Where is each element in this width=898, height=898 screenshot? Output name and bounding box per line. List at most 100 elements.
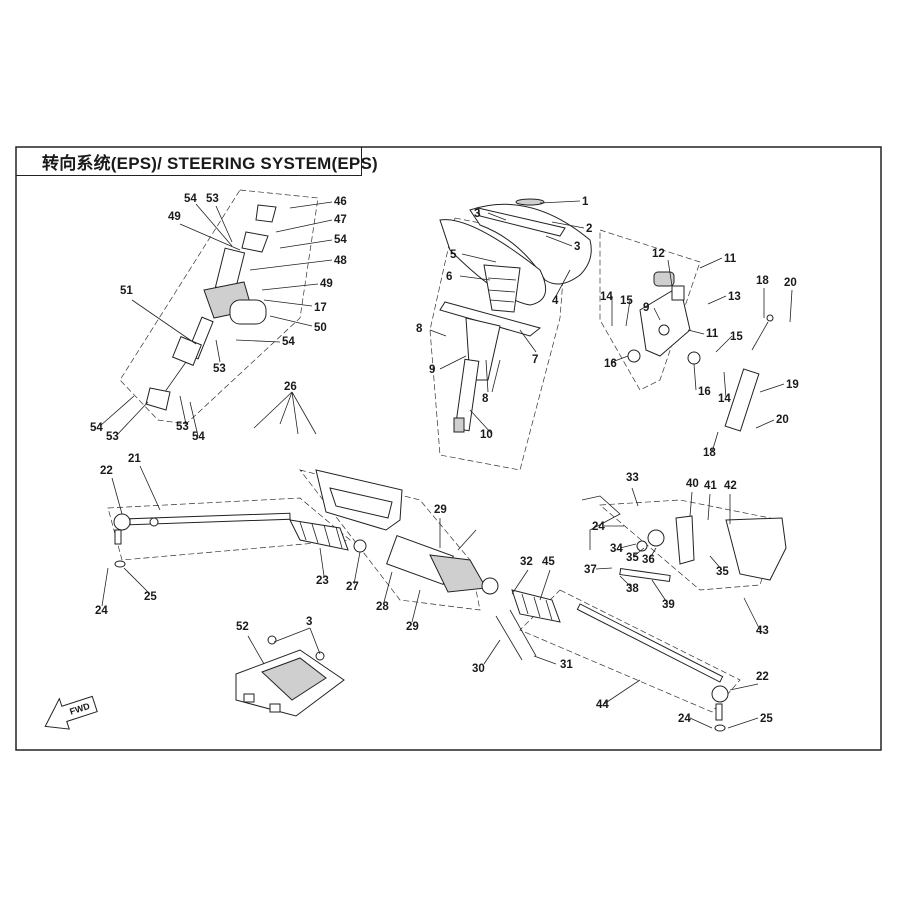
leader-line — [123, 567, 151, 595]
leader-line — [711, 431, 719, 453]
leader-line — [511, 569, 529, 595]
callout-46: 46 — [334, 196, 347, 208]
leader-line — [485, 359, 489, 393]
callout-45: 45 — [542, 556, 555, 568]
clamp-27 — [353, 539, 367, 553]
dash-cover-plate — [439, 301, 542, 337]
callout-6: 6 — [446, 271, 452, 283]
left-tie-rod — [113, 512, 291, 568]
callout-54e: 54 — [192, 431, 205, 443]
callout-42: 42 — [724, 480, 737, 492]
callout-25a: 25 — [144, 591, 157, 603]
callout-27: 27 — [346, 581, 359, 593]
shift-bracket — [581, 495, 787, 583]
callout-37: 37 — [584, 564, 597, 576]
leader-line — [667, 259, 673, 287]
leader-line — [723, 371, 727, 399]
leader-line — [291, 391, 299, 435]
bushing-16b — [687, 351, 701, 365]
leader-line — [653, 307, 661, 321]
callout-40: 40 — [686, 478, 699, 490]
leader-line — [115, 401, 149, 437]
callout-2: 2 — [586, 223, 592, 235]
callout-22a: 22 — [100, 465, 113, 477]
callout-25b: 25 — [760, 713, 773, 725]
callout-33: 33 — [626, 472, 639, 484]
leader-line — [539, 200, 581, 204]
leader-line — [789, 289, 793, 323]
leader-line — [707, 295, 727, 305]
callout-30: 30 — [472, 663, 485, 675]
callout-24b: 24 — [592, 521, 605, 533]
leader-line — [279, 391, 293, 425]
leader-line — [755, 419, 775, 429]
leader-line — [555, 269, 571, 297]
callout-19: 19 — [786, 379, 799, 391]
callout-49a: 49 — [168, 211, 181, 223]
callout-29b: 29 — [406, 621, 419, 633]
leader-line — [263, 299, 313, 307]
callout-13: 13 — [728, 291, 741, 303]
callout-24a: 24 — [95, 605, 108, 617]
leader-line — [649, 547, 657, 559]
callout-14a: 14 — [600, 291, 613, 303]
bolts-30-31 — [495, 609, 537, 661]
callout-11b: 11 — [706, 328, 719, 340]
callout-21: 21 — [128, 453, 141, 465]
callout-36: 36 — [642, 554, 655, 566]
outer-frame — [15, 146, 882, 751]
leader-line — [483, 639, 501, 665]
leader-line — [611, 355, 629, 363]
leader-line — [715, 335, 733, 353]
leader-line — [707, 493, 711, 521]
callout-14b: 14 — [718, 393, 731, 405]
leader-line — [131, 299, 197, 345]
leader-line — [291, 391, 317, 435]
callout-15b: 15 — [730, 331, 743, 343]
steering-column-shaft — [453, 317, 501, 433]
callout-32: 32 — [520, 556, 533, 568]
callout-1: 1 — [582, 196, 589, 208]
leader-line — [689, 717, 713, 729]
callout-53b: 53 — [213, 363, 226, 375]
gas-strut — [724, 314, 774, 432]
callout-54b: 54 — [334, 234, 347, 246]
leader-line — [253, 391, 293, 429]
callout-20a: 20 — [784, 277, 797, 289]
callout-5: 5 — [450, 249, 457, 261]
leader-line — [699, 257, 723, 269]
leader-lines — [99, 200, 793, 729]
leader-line — [289, 201, 333, 209]
left-boot — [289, 519, 349, 551]
callout-53d: 53 — [176, 421, 189, 433]
leader-line — [195, 203, 233, 247]
leader-line — [625, 299, 631, 327]
callout-48: 48 — [334, 255, 347, 267]
callout-50: 50 — [314, 322, 327, 334]
leader-line — [179, 395, 187, 425]
callout-10: 10 — [480, 429, 493, 441]
leader-line — [729, 683, 759, 691]
leader-line — [179, 223, 241, 251]
bushing-16a — [627, 349, 641, 363]
callout-8b: 8 — [482, 393, 489, 405]
callout-24c: 24 — [678, 713, 691, 725]
callout-26: 26 — [284, 381, 297, 393]
leader-line — [275, 219, 333, 233]
callout-51: 51 — [120, 285, 133, 297]
leader-line — [487, 212, 507, 221]
steering-wheel — [439, 198, 592, 306]
eps-controller — [235, 635, 345, 717]
leader-line — [459, 275, 491, 281]
callout-3a: 3 — [474, 208, 480, 220]
leader-line — [693, 363, 697, 391]
callout-31: 31 — [560, 659, 573, 671]
leader-line — [215, 339, 221, 363]
leader-line — [269, 315, 313, 327]
callout-52: 52 — [236, 621, 249, 633]
leader-line — [439, 355, 467, 370]
leader-line — [687, 329, 705, 335]
callout-labels: 1 2 3 3 4 5 6 7 8 8 9 10 11 12 13 14 15 … — [90, 193, 799, 725]
callout-28: 28 — [376, 601, 389, 613]
leader-line — [215, 205, 233, 243]
